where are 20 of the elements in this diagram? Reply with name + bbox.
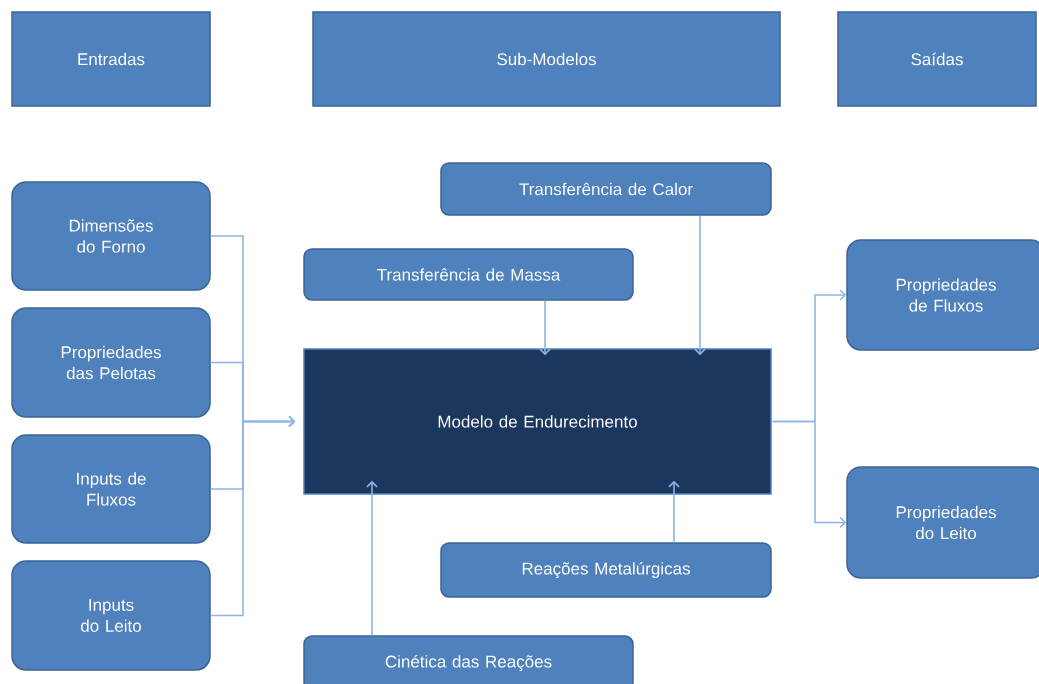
arrow [694, 214, 706, 356]
header-box: Entradas [11, 11, 211, 107]
arrow [366, 480, 378, 637]
arrow [771, 420, 847, 529]
submodel-box: Transferência de Calor [440, 162, 772, 216]
arrow [539, 299, 551, 356]
submodel-box: Transferência de Massa [303, 248, 634, 301]
model-box: Modelo de Endurecimento [303, 348, 772, 495]
input-box: Propriedades das Pelotas [11, 307, 211, 418]
output-box: Propriedades do Leito [846, 466, 1039, 579]
input-box: Inputs do Leito [11, 560, 211, 671]
header-box: Saídas [837, 11, 1037, 107]
input-box: Inputs de Fluxos [11, 434, 211, 544]
input-box: Dimensões do Forno [11, 181, 211, 291]
output-box: Propriedades de Fluxos [846, 239, 1039, 351]
arrow [668, 480, 680, 544]
arrow [209, 415, 296, 617]
submodel-box: Reações Metalúrgicas [440, 542, 772, 598]
header-box: Sub-Modelos [312, 11, 781, 107]
submodel-box: Cinética das Reações [303, 635, 634, 684]
